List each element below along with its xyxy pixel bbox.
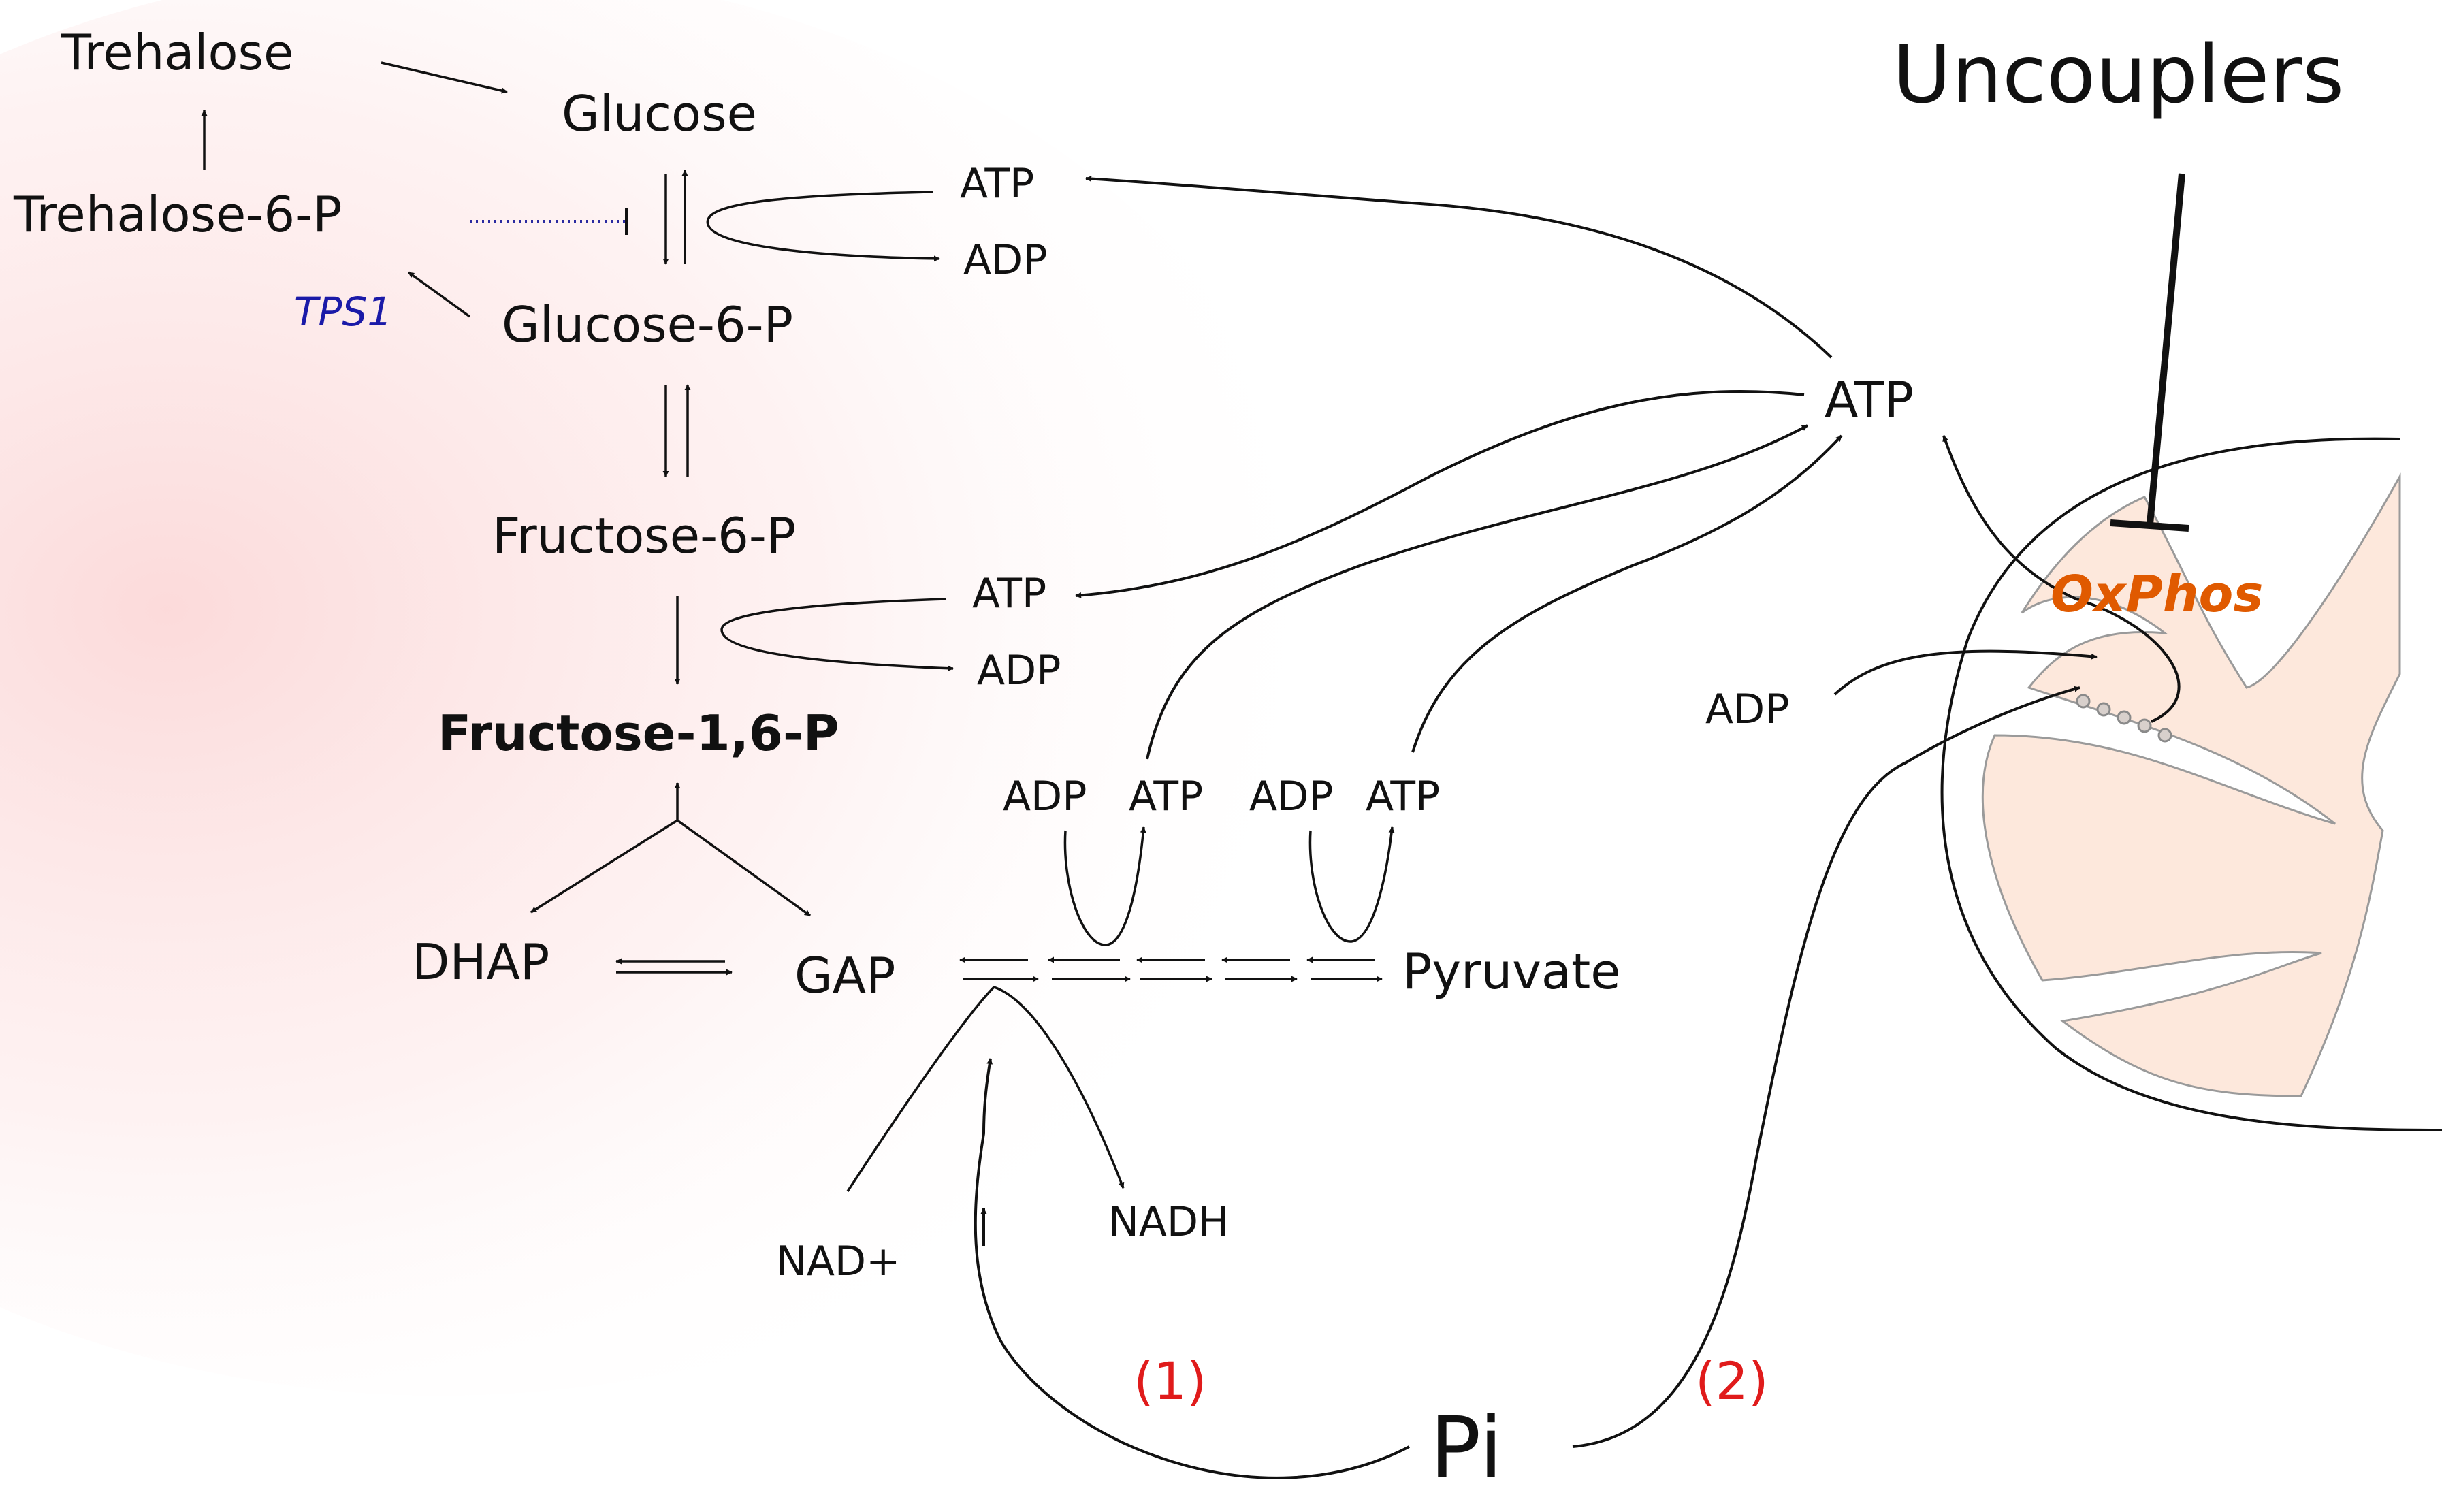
label-route-1: (1)	[1134, 1351, 1207, 1411]
label-glucose-6-p: Glucose-6-P	[502, 296, 793, 353]
label-uncouplers: Uncouplers	[1893, 27, 2344, 121]
glucose6p-to-trehalose6p-arrow	[407, 271, 471, 318]
atp-pool-to-pfk-atp	[1075, 390, 1805, 598]
label-fructose-6-p: Fructose-6-P	[492, 507, 796, 564]
label-oxphos: OxPhos	[2051, 565, 2263, 624]
hexokinase-atp-adp-arc	[706, 191, 940, 262]
uncouplers-inhibition-line	[2147, 173, 2185, 525]
label-pgk-adp: ADP	[1003, 773, 1087, 820]
pfk-atp-adp-arc	[720, 598, 954, 672]
label-pk-atp: ATP	[1366, 773, 1440, 820]
label-hk-adp: ADP	[963, 236, 1047, 284]
aldolase-to-dhap-arrow	[530, 819, 678, 914]
pi-route-1	[974, 1058, 1410, 1479]
atp-synthase-particles	[2076, 694, 2172, 743]
pk-adp-atp-arc	[1308, 826, 1395, 943]
mitochondrion	[1940, 437, 2442, 1131]
pgk-atp-to-atp-pool	[1146, 424, 1808, 760]
lower-glycolysis-arrows	[959, 956, 1383, 982]
oxphos-to-atp-pool	[1942, 435, 2181, 723]
atp-pool-to-hexokinase-atp	[1085, 176, 1833, 359]
label-pyruvate: Pyruvate	[1402, 943, 1621, 1000]
label-oxphos-adp: ADP	[1705, 686, 1789, 733]
label-trehalose: Trehalose	[61, 24, 293, 81]
label-gap: GAP	[794, 947, 895, 1004]
label-dhap: DHAP	[412, 933, 549, 991]
label-route-2: (2)	[1695, 1351, 1769, 1411]
label-nadh: NADH	[1108, 1198, 1229, 1246]
label-enzyme-tps1: TPS1	[294, 289, 392, 335]
label-pk-adp: ADP	[1249, 773, 1333, 820]
label-glucose: Glucose	[562, 85, 757, 142]
label-atp-pool: ATP	[1825, 371, 1914, 428]
adp-to-oxphos	[1833, 649, 2098, 696]
label-fructose-1-6-p: Fructose-1,6-P	[438, 705, 839, 762]
label-pgk-atp: ATP	[1129, 773, 1203, 820]
pk-atp-to-atp-pool	[1411, 434, 1843, 753]
nad-to-nadh-arc	[846, 985, 1125, 1192]
mitochondrion-matrix	[1981, 472, 2401, 1097]
label-pi: Pi	[1430, 1399, 1503, 1498]
mitochondrion-outer-membrane	[1940, 437, 2442, 1131]
trehalose-to-glucose-arrow	[381, 61, 508, 94]
label-hk-atp: ATP	[960, 160, 1034, 208]
label-nad: NAD+	[776, 1238, 900, 1285]
uncouplers-inhibition-bar	[2110, 519, 2189, 532]
pgk-adp-atp-arc	[1063, 826, 1146, 946]
pi-route-2	[1572, 686, 2080, 1448]
label-pfk-adp: ADP	[977, 647, 1061, 694]
cytosol-glow	[0, 0, 1362, 1396]
label-trehalose-6-p: Trehalose-6-P	[13, 186, 342, 243]
label-pfk-atp: ATP	[972, 570, 1046, 617]
aldolase-to-gap-arrow	[676, 819, 812, 917]
